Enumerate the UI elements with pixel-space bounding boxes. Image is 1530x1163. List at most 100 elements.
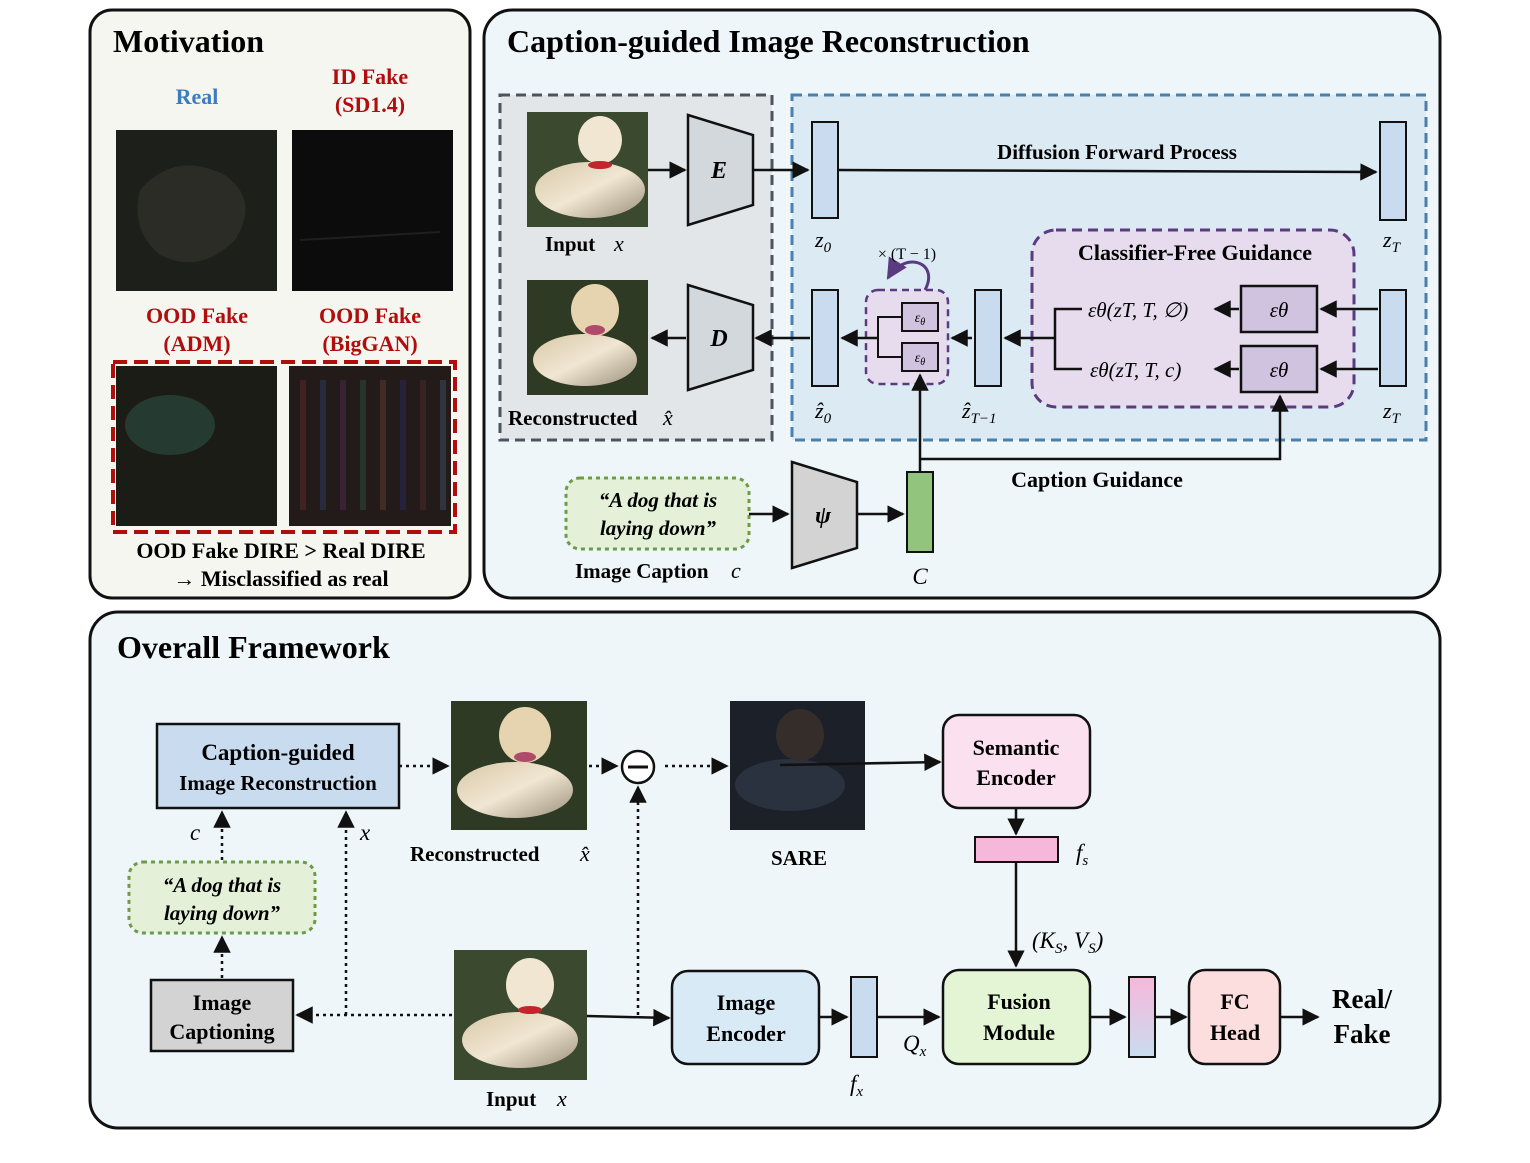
recon-caption-line-1: “A dog that is (599, 488, 717, 512)
arrow-input-to-image-encoder (586, 1008, 671, 1027)
z0-latent (811, 121, 839, 219)
ood-adm-label: OOD Fake (146, 303, 248, 328)
denoise-eps-label-1: εθ (915, 311, 926, 328)
semantic-encoder-box (941, 713, 1092, 810)
id-fake-label: ID Fake (332, 64, 409, 89)
motivation-title: Motivation (113, 23, 264, 59)
id-fake-dire-image (292, 130, 453, 291)
input-var: x (613, 231, 624, 256)
fs-feature (974, 836, 1059, 863)
image-encoder-box (670, 969, 821, 1066)
zT1-hat-label: ẑT−1 (961, 398, 997, 427)
arrow-C-to-cfg (920, 394, 1289, 461)
real-label: Real (176, 84, 219, 109)
fw-caption-line-1: “A dog that is (163, 873, 281, 897)
real-dire-shape (137, 165, 246, 263)
sare-label: SARE (771, 846, 827, 870)
ood-biggan-dire-texture (300, 380, 446, 510)
captioning-line-2: Captioning (169, 1019, 274, 1044)
cfg-uncond-label: εθ(zT, T, ∅) (1088, 298, 1188, 322)
z0-hat-latent (811, 289, 839, 387)
fw-reconstructed-var: x̂ (579, 841, 590, 866)
C-label: C (912, 564, 928, 589)
fused-feature (1128, 976, 1156, 1058)
z0-hat-label: ẑ0 (814, 398, 832, 427)
ood-biggan-dire-image (289, 366, 451, 526)
fusion-line-1: Fusion (987, 989, 1051, 1014)
fw-c-var: c (190, 820, 200, 845)
kv-label: (KS, VS) (1032, 928, 1103, 957)
semantic-encoder-line-1: Semantic (973, 735, 1060, 760)
fw-caption-line-2: laying down” (164, 901, 281, 925)
image-encoder-line-1: Image (717, 990, 776, 1015)
encoder-trapezoid (686, 113, 755, 227)
repeat-label: × (T − 1) (878, 246, 936, 263)
reconstructed-dog-image (527, 280, 648, 395)
motivation-caption-2: → Misclassified as real (173, 566, 388, 591)
zT-latent-bottom (1379, 289, 1407, 387)
fs-label: fs (1076, 840, 1088, 869)
caption-guidance-label: Caption Guidance (1011, 467, 1183, 492)
image-encoder-line-2: Encoder (706, 1021, 786, 1046)
cfg-eps-uncond-label: εθ (1270, 298, 1289, 322)
encoder-label: E (710, 158, 727, 184)
input-label: Input (545, 232, 595, 256)
fusion-line-2: Module (983, 1020, 1055, 1045)
fc-line-2: Head (1210, 1020, 1260, 1045)
recon-caption-line-2: laying down” (600, 516, 717, 540)
denoise-eps-label-2: εθ (915, 351, 926, 368)
cgir-line-2: Image Reconstruction (179, 771, 377, 795)
semantic-encoder-line-2: Encoder (976, 765, 1056, 790)
output-line-1: Real/ (1332, 984, 1392, 1014)
ood-highlight-box (111, 360, 457, 534)
ood-biggan-label: OOD Fake (319, 303, 421, 328)
reconstruction-title: Caption-guided Image Reconstruction (507, 23, 1030, 59)
captioning-line-1: Image (193, 990, 252, 1015)
psi-label: ψ (815, 503, 832, 529)
fx-feature (850, 976, 878, 1058)
cfg-eps-uncond-box (1239, 284, 1319, 334)
reconstructed-label: Reconstructed (508, 406, 638, 430)
fw-caption-box (127, 860, 317, 935)
decoder-label: D (709, 326, 727, 352)
framework-panel (88, 610, 1442, 1130)
image-caption-var: c (731, 558, 741, 583)
arrow-sare-to-semantic (779, 753, 942, 772)
arrow-forward-process (837, 163, 1378, 181)
fusion-module-box (941, 968, 1092, 1066)
id-fake-sublabel: (SD1.4) (335, 92, 405, 117)
psi-trapezoid (790, 460, 859, 570)
repeat-loop-arrow (886, 256, 931, 291)
fx-label: fx (850, 1071, 863, 1100)
ood-adm-sublabel: (ADM) (163, 331, 230, 356)
cfg-cond-label: εθ(zT, T, c) (1090, 358, 1181, 382)
denoise-eps-box-1 (901, 302, 939, 332)
qx-label: Qx (903, 1031, 927, 1060)
zT-latent-top (1379, 121, 1407, 221)
forward-process-label: Diffusion Forward Process (997, 140, 1237, 164)
fw-input-var: x (556, 1086, 567, 1111)
ood-adm-dire-tree (125, 395, 215, 455)
cfg-eps-cond-box (1239, 344, 1319, 394)
zT1-hat-latent (974, 289, 1002, 387)
output-line-2: Fake (1334, 1019, 1391, 1049)
ood-biggan-sublabel: (BigGAN) (322, 331, 417, 356)
cfg-title: Classifier-Free Guidance (1078, 240, 1312, 265)
framework-title: Overall Framework (117, 629, 390, 665)
fw-input-dog-image (454, 950, 587, 1080)
image-caption-label: Image Caption (575, 559, 709, 583)
fc-head-box (1187, 968, 1282, 1066)
reconstructed-var: x̂ (662, 405, 673, 430)
zT-top-label: zT (1382, 227, 1402, 256)
fw-reconstructed-label: Reconstructed (410, 842, 540, 866)
fc-line-1: FC (1220, 989, 1249, 1014)
decoder-trapezoid (686, 283, 755, 392)
fw-x-var: x (359, 820, 371, 845)
input-dog-image (527, 112, 648, 227)
cgir-box (155, 722, 401, 810)
image-captioning-box (149, 978, 295, 1053)
id-fake-dire-trace (299, 231, 441, 241)
cgir-line-1: Caption-guided (201, 740, 355, 765)
fw-reconstructed-dog-image (451, 701, 587, 830)
